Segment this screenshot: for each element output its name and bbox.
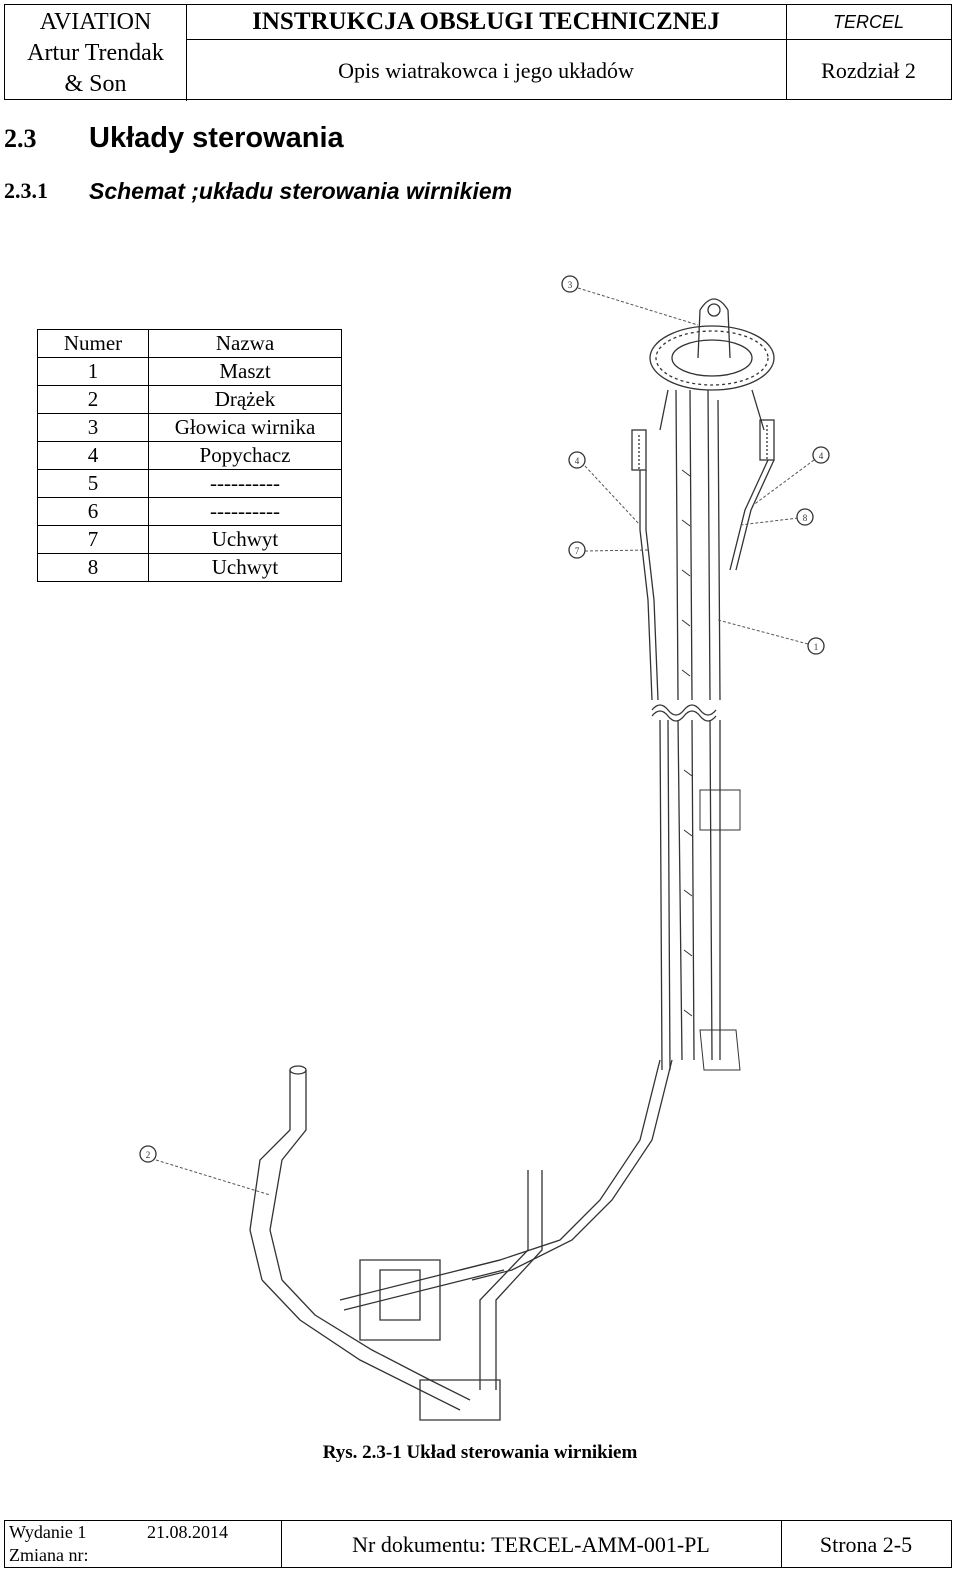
edition-label: Wydanie 1 — [9, 1522, 87, 1542]
mast-illustration — [651, 389, 741, 1071]
company-line-2: Artur Trendak — [27, 40, 164, 66]
part-number: 4 — [37, 441, 149, 470]
svg-text:4: 4 — [819, 451, 824, 461]
control-system-drawing: 3 4 4 8 7 1 2 — [139, 275, 830, 1421]
part-number: 2 — [37, 385, 149, 414]
footer-page-cell: Strona 2-5 — [781, 1521, 951, 1567]
part-number: 6 — [37, 497, 149, 526]
section-title: Układy sterowania — [89, 122, 344, 154]
part-name: ---------- — [148, 497, 342, 526]
rotor-head-illustration — [631, 298, 775, 471]
control-stick-illustration — [249, 1059, 673, 1421]
callout-4-left: 4 — [568, 451, 586, 469]
header-right-cell: TERCEL Rozdział 2 — [786, 5, 951, 99]
svg-text:7: 7 — [575, 546, 580, 556]
svg-text:2: 2 — [146, 1150, 151, 1160]
subsection-heading: 2.3.1 Schemat ;układu sterowania wirniki… — [4, 174, 512, 208]
subsection-title: Schemat ;układu sterowania wirnikiem — [89, 178, 513, 204]
callout-4-right: 4 — [812, 446, 830, 464]
figure-caption: Rys. 2.3-1 Układ sterowania wirnikiem — [322, 1442, 638, 1463]
subsection-number: 2.3.1 — [4, 178, 48, 203]
part-name: Uchwyt — [148, 553, 342, 582]
push-rods-illustration — [639, 459, 775, 701]
change-label: Zmiana nr: — [9, 1545, 89, 1565]
svg-text:4: 4 — [575, 456, 580, 466]
company-line-1: AVIATION — [39, 9, 152, 35]
callout-1: 1 — [807, 637, 825, 655]
header-divider — [186, 39, 786, 40]
header-title-cell: INSTRUKCJA OBSŁUGI TECHNICZNEJ Opis wiat… — [186, 5, 787, 99]
part-name: Głowica wirnika — [148, 413, 342, 442]
part-number: 8 — [37, 553, 149, 582]
svg-text:8: 8 — [803, 513, 808, 523]
callout-2: 2 — [139, 1145, 157, 1163]
footer-document-cell: Nr dokumentu: TERCEL-AMM-001-PL — [281, 1521, 782, 1567]
callout-7: 7 — [568, 541, 586, 559]
company-name: AVIATION Artur Trendak & Son — [5, 5, 187, 101]
column-header-name: Nazwa — [148, 329, 342, 358]
table-row: 6---------- — [37, 497, 342, 526]
svg-text:3: 3 — [568, 280, 573, 290]
page-footer: Wydanie 1 21.08.2014 Zmiana nr: Nr dokum… — [4, 1520, 952, 1568]
section-number: 2.3 — [4, 124, 37, 153]
edition-date: 21.08.2014 — [147, 1522, 228, 1542]
header-divider-right — [786, 39, 951, 40]
part-name: Drążek — [148, 385, 342, 414]
document-number: Nr dokumentu: TERCEL-AMM-001-PL — [352, 1532, 710, 1557]
chapter-label: Rozdział 2 — [821, 58, 916, 83]
callout-8: 8 — [796, 508, 814, 526]
brand-name: TERCEL — [832, 12, 904, 32]
section-heading: 2.3 Układy sterowania — [4, 116, 344, 160]
svg-text:1: 1 — [814, 642, 819, 652]
footer-edition-cell: Wydanie 1 21.08.2014 Zmiana nr: — [5, 1521, 282, 1567]
page-header: AVIATION Artur Trendak & Son INSTRUKCJA … — [4, 4, 952, 101]
company-line-3: & Son — [64, 71, 127, 97]
manual-title: INSTRUKCJA OBSŁUGI TECHNICZNEJ — [252, 8, 720, 35]
part-number: 5 — [37, 469, 149, 498]
manual-subtitle: Opis wiatrakowca i jego układów — [338, 58, 634, 83]
column-header-number: Numer — [37, 329, 149, 358]
page-number: Strona 2-5 — [819, 1532, 913, 1557]
leader-lines — [155, 287, 815, 1196]
table-header-row: Numer Nazwa — [37, 329, 342, 358]
callout-3: 3 — [561, 275, 579, 293]
